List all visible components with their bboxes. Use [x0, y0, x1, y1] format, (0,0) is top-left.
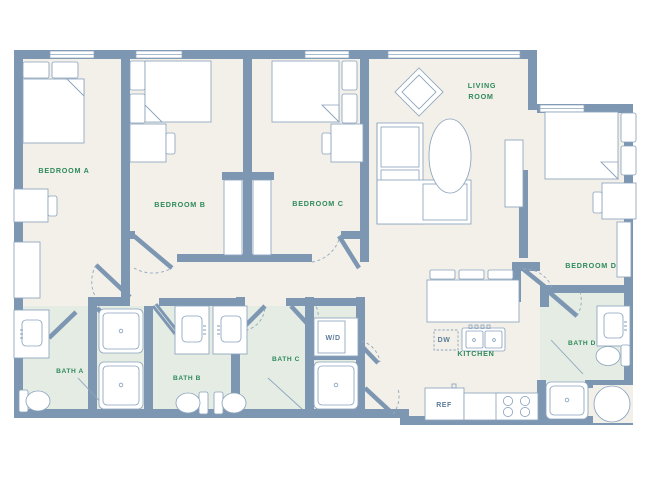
counter: [463, 392, 501, 421]
shower-c: [313, 361, 359, 410]
bar-stool: [458, 269, 485, 280]
room-label-bedroom-a: BEDROOM A: [38, 166, 89, 175]
washer-dryer-unit: [313, 317, 359, 357]
bath-a-fixtures: [13, 309, 109, 413]
soaking-tub: [593, 385, 631, 423]
range-cooktop: [495, 392, 539, 421]
desk-a: [13, 188, 49, 223]
accent-table: [394, 67, 444, 117]
room-label-bedroom-c: BEDROOM C: [292, 199, 343, 208]
closet-d: [616, 221, 632, 278]
media-console: [504, 139, 524, 208]
pillow: [341, 93, 358, 124]
refrigerator: [424, 387, 465, 421]
bath-c-fixtures: [267, 317, 359, 410]
toilet-bowl-b1: [175, 392, 201, 414]
coffee-table: [428, 118, 472, 194]
bedroom-c-furniture: [271, 60, 364, 163]
bed-a: [22, 78, 85, 144]
appliance-label-refrigerator: REF: [436, 402, 452, 409]
center-showers: [98, 308, 144, 410]
room-label-bedroom-d: BEDROOM D: [565, 261, 616, 270]
living-room-furniture: [376, 67, 524, 225]
sink-d: [603, 312, 624, 339]
room-label-bath-b: BATH B: [173, 375, 201, 382]
pillow: [129, 60, 146, 91]
pillow: [129, 93, 146, 124]
pillow: [341, 60, 358, 91]
sink-b2: [220, 315, 242, 343]
closet-a: [13, 241, 41, 299]
sink-a: [21, 319, 43, 347]
appliance-label-washer-dryer: W/D: [325, 335, 340, 342]
bedroom-a-furniture: [13, 61, 85, 299]
closet-c: [252, 179, 272, 256]
bed-c: [271, 60, 340, 123]
bed-d: [544, 111, 619, 180]
toilet-bowl-a: [25, 390, 51, 412]
toilet-bowl-b2: [221, 392, 247, 414]
pillow: [51, 61, 79, 79]
bar-stool: [429, 269, 456, 280]
bath-b-fixtures: [174, 305, 248, 415]
chair-a: [47, 195, 58, 217]
room-label-living-room: LIVING: [468, 81, 496, 90]
pillow: [620, 112, 637, 143]
shower-a: [98, 308, 144, 354]
closet-b: [223, 179, 243, 256]
bar-stool: [487, 269, 514, 280]
appliance-label-dishwasher: DW: [438, 337, 451, 344]
pillow: [22, 61, 50, 79]
toilet-tank-d: [620, 344, 631, 367]
sink-b1: [181, 315, 203, 343]
desk-d: [601, 182, 637, 220]
dishwasher-outline: [433, 329, 459, 351]
windows: [49, 50, 585, 113]
room-label-bath-c: BATH C: [272, 356, 300, 363]
bath-d-fixtures: [545, 305, 633, 423]
room-label-kitchen: KITCHEN: [457, 349, 494, 358]
room-labels: BEDROOM A BEDROOM B BEDROOM C BEDROOM D …: [38, 81, 616, 382]
shower-b: [98, 361, 144, 410]
room-label-living-room-2: ROOM: [468, 92, 493, 101]
chair-b: [165, 132, 176, 155]
kitchen-island: [426, 279, 520, 323]
bedroom-d-furniture: [544, 111, 637, 278]
room-label-bath-d: BATH D: [568, 340, 596, 347]
bedroom-b-furniture: [129, 60, 212, 163]
appliance-labels: DW REF W/D: [325, 335, 452, 409]
chair-d: [592, 191, 603, 214]
room-label-bath-a: BATH A: [56, 368, 84, 375]
desk-b: [129, 123, 167, 163]
pillow: [620, 145, 637, 176]
kitchen-sink: [461, 327, 506, 352]
desk-c: [330, 123, 364, 163]
chair-c: [321, 132, 332, 155]
shared-closets: [223, 179, 272, 256]
kitchen-fixtures: [424, 269, 539, 421]
toilet-bowl-d: [595, 346, 621, 366]
room-label-bedroom-b: BEDROOM B: [154, 200, 205, 209]
bed-b: [144, 60, 212, 123]
shower-d: [545, 381, 589, 420]
